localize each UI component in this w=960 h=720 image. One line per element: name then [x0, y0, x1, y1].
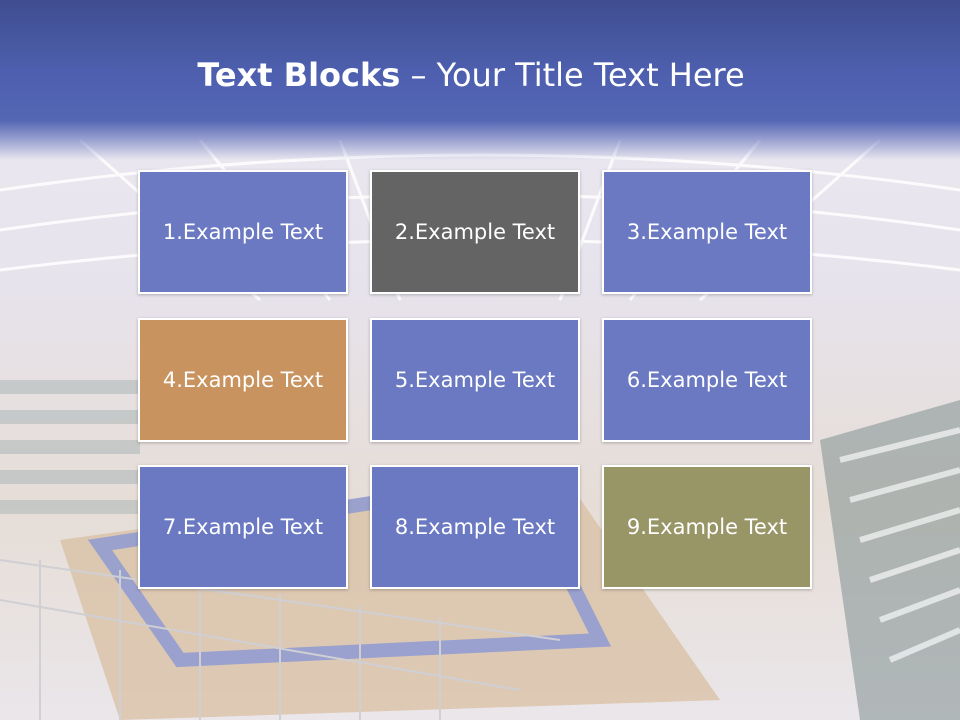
- text-block-label: 2.Example Text: [394, 220, 556, 244]
- text-block-8[interactable]: 8.Example Text: [370, 465, 580, 589]
- text-block-4[interactable]: 4.Example Text: [138, 318, 348, 442]
- title-rest-part: – Your Title Text Here: [400, 56, 745, 94]
- text-block-7[interactable]: 7.Example Text: [138, 465, 348, 589]
- text-block-label: 8.Example Text: [394, 515, 556, 539]
- slide-title: Text Blocks – Your Title Text Here: [0, 52, 942, 98]
- text-block-grid: 1.Example Text 2.Example Text 3.Example …: [138, 170, 816, 594]
- text-block-1[interactable]: 1.Example Text: [138, 170, 348, 294]
- text-block-5[interactable]: 5.Example Text: [370, 318, 580, 442]
- text-block-label: 9.Example Text: [626, 515, 788, 539]
- text-block-label: 5.Example Text: [394, 368, 556, 392]
- text-block-label: 7.Example Text: [162, 515, 324, 539]
- text-block-label: 4.Example Text: [162, 368, 324, 392]
- text-block-6[interactable]: 6.Example Text: [602, 318, 812, 442]
- text-block-3[interactable]: 3.Example Text: [602, 170, 812, 294]
- text-block-label: 6.Example Text: [626, 368, 788, 392]
- text-block-label: 1.Example Text: [162, 220, 324, 244]
- text-block-2[interactable]: 2.Example Text: [370, 170, 580, 294]
- header-band: [0, 0, 960, 160]
- text-block-9[interactable]: 9.Example Text: [602, 465, 812, 589]
- text-block-label: 3.Example Text: [626, 220, 788, 244]
- title-bold-part: Text Blocks: [197, 56, 401, 94]
